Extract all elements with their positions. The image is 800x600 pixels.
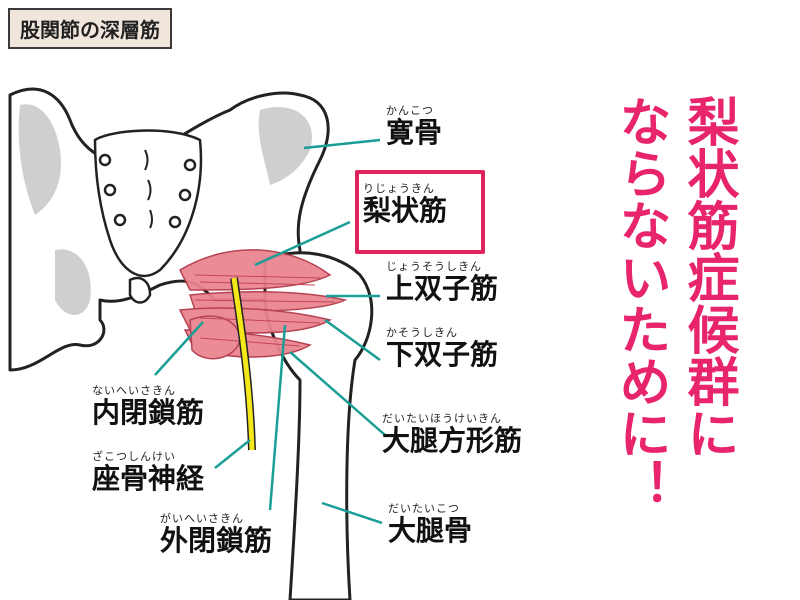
label-text: 梨状筋 (363, 194, 448, 227)
label-kasoushikin: かそうしきん 下双子筋 (386, 324, 498, 370)
label-daitaikotsu: だいたいこつ 大腿骨 (388, 500, 472, 546)
sciatic-nerve-fill (231, 277, 255, 451)
ruby: だいたいほうけいきん (382, 412, 502, 425)
ruby: だいたいこつ (388, 502, 460, 515)
label-text: 下双子筋 (386, 338, 499, 371)
page-title: 股関節の深層筋 (8, 8, 172, 49)
femur-bone (263, 251, 374, 600)
headline-line-1: 梨状筋症候群に (678, 95, 738, 459)
leader-lines (154, 138, 386, 525)
label-daitaihoukeikin: だいたいほうけいきん 大腿方形筋 (382, 410, 522, 456)
sacrum (93, 129, 203, 304)
label-text: 大腿方形筋 (382, 424, 523, 457)
label-text: 座骨神経 (92, 462, 205, 495)
label-kankotsu: かんこつ 寛骨 (386, 102, 442, 148)
headline-line-2: ならないために！ (610, 95, 670, 511)
ruby: ざこつしんけい (92, 450, 176, 463)
label-gaiheisakin: がいへいさきん 外閉鎖筋 (160, 510, 272, 556)
ruby: ないへいさきん (92, 384, 176, 397)
ruby: じょうそうしきん (386, 260, 482, 273)
ruby: がいへいさきん (160, 512, 244, 525)
ruby: かそうしきん (386, 326, 458, 339)
label-text: 大腿骨 (388, 514, 473, 547)
label-rijoukin: りじょうきん 梨状筋 (363, 180, 447, 226)
label-jousoushikin: じょうそうしきん 上双子筋 (386, 258, 498, 304)
label-text: 内閉鎖筋 (92, 396, 205, 429)
label-text: 外閉鎖筋 (160, 524, 273, 557)
label-text: 上双子筋 (386, 272, 499, 305)
ruby: りじょうきん (363, 182, 435, 195)
muscle-striations (194, 274, 336, 347)
piriformis-highlight-box (355, 170, 485, 254)
label-naiheisakin: ないへいさきん 内閉鎖筋 (92, 382, 204, 428)
label-text: 寛骨 (386, 116, 443, 149)
pelvis-shading (18, 104, 312, 315)
label-zakotsushinkei: ざこつしんけい 座骨神経 (92, 448, 204, 494)
ruby: かんこつ (386, 104, 434, 117)
